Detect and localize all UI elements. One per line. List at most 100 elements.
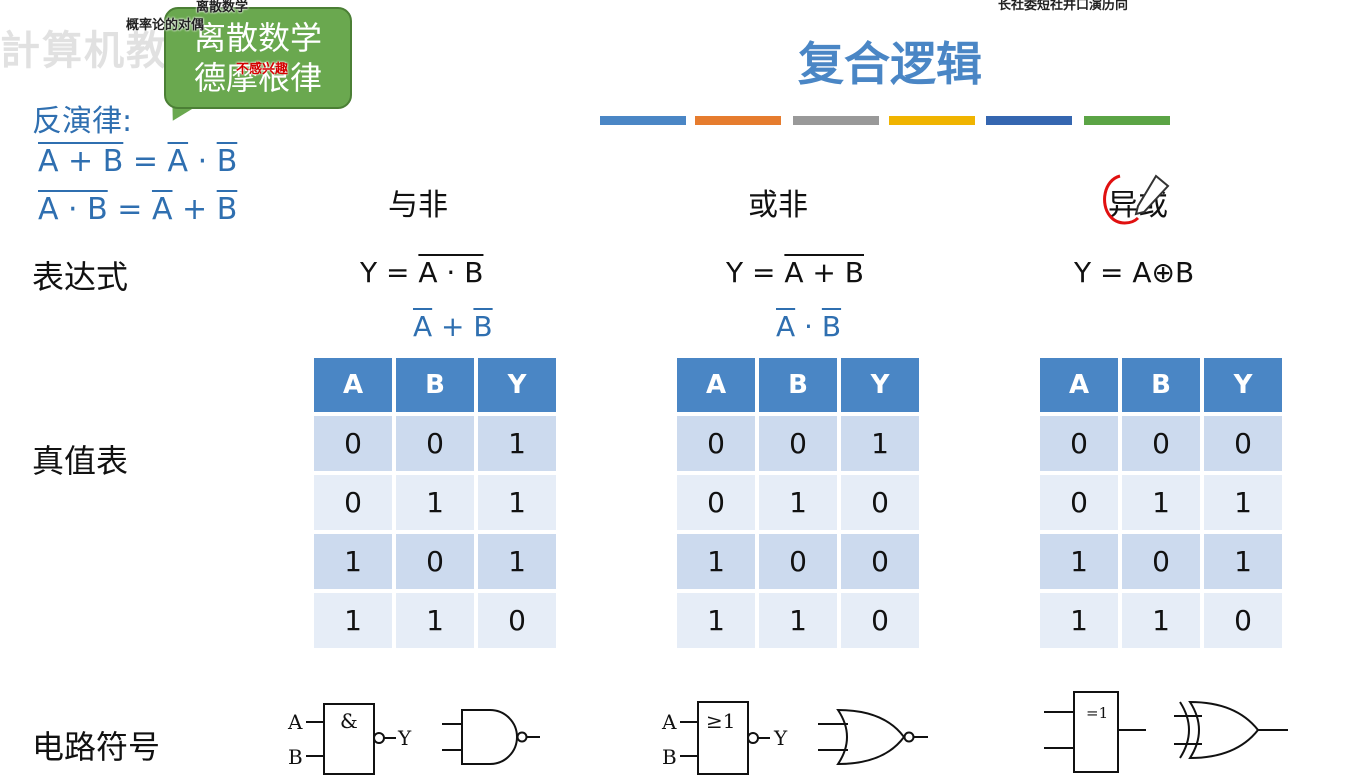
table-row: 0 1 1	[314, 475, 556, 530]
alt-expression-nand: A + B	[413, 310, 493, 343]
input-label-a: A	[287, 710, 303, 734]
table-row: 1 1 0	[1040, 593, 1282, 648]
table-cell: 1	[759, 475, 837, 530]
table-header: Y	[478, 358, 556, 412]
bubble-line-2: 德摩根律	[193, 59, 322, 97]
table-cell: 1	[677, 534, 755, 589]
table-cell: 0	[314, 475, 392, 530]
table-cell: 0	[759, 534, 837, 589]
gate-box-label: &	[340, 709, 358, 733]
speech-bubble: 离散数学 德摩根律	[164, 7, 352, 109]
de-morgan-label: 反演律:	[32, 104, 133, 139]
table-row: 1 0 1	[1040, 534, 1282, 589]
danmaku-comment: 长社委短社并口演历向	[998, 0, 1129, 13]
pen-icon	[1134, 174, 1170, 216]
table-row: 0 0 1	[677, 416, 919, 471]
danmaku-comment: 不感兴趣	[236, 62, 289, 77]
table-cell: 0	[314, 416, 392, 471]
table-cell: 0	[1040, 475, 1118, 530]
expr-prefix: Y =	[726, 256, 785, 289]
expr-bar: A + B	[784, 256, 864, 289]
table-cell: 1	[1122, 475, 1200, 530]
truth-table-nand: A B Y 0 0 1 0 1 1 1 0 1 1 1 0	[310, 354, 560, 652]
table-header: Y	[841, 358, 919, 412]
danmaku-comment: 概率论的对偶	[126, 18, 205, 33]
alt-expression-nor: A · B	[776, 310, 841, 343]
annotation-circle-icon	[1103, 174, 1170, 225]
law2-rhs-b: B	[216, 192, 238, 227]
table-cell: 0	[841, 534, 919, 589]
table-row: 0 1 1	[1040, 475, 1282, 530]
law2-lhs: A · B	[38, 192, 108, 227]
row-label-truth-table: 真值表	[32, 442, 129, 480]
gate-name-nand: 与非	[388, 188, 448, 223]
input-label-a: A	[661, 710, 677, 734]
nand-gate-symbols: A B & Y	[287, 703, 540, 775]
alt-a: A	[776, 310, 796, 343]
table-cell: 0	[1122, 416, 1200, 471]
law2-rhs-a: A	[151, 192, 173, 227]
expr-plain: A⊕B	[1132, 256, 1195, 289]
table-header: Y	[1204, 358, 1282, 412]
table-cell: 0	[841, 475, 919, 530]
table-cell: 1	[314, 593, 392, 648]
truth-table-nor: A B Y 0 0 1 0 1 0 1 0 0 1 1 0	[673, 354, 923, 652]
table-row: 1 1 0	[314, 593, 556, 648]
expression-nor: Y = A + B	[726, 256, 864, 289]
table-row: 1 1 0	[677, 593, 919, 648]
alt-a: A	[413, 310, 433, 343]
law1-rhs-b: B	[216, 144, 238, 179]
equals-sign: =	[132, 144, 158, 179]
xor-gate-symbols: =1	[1044, 691, 1288, 773]
output-label-y: Y	[773, 726, 788, 750]
gate-name-nor: 或非	[748, 188, 808, 223]
table-row: 0 1 0	[677, 475, 919, 530]
table-cell: 1	[314, 534, 392, 589]
table-cell: 0	[1204, 593, 1282, 648]
table-cell: 1	[1040, 534, 1118, 589]
table-cell: 0	[841, 593, 919, 648]
color-bar	[889, 116, 975, 125]
nor-gate-symbols: A B ≥1 Y	[661, 701, 928, 775]
table-header: A	[314, 358, 392, 412]
table-cell: 1	[396, 593, 474, 648]
table-header: B	[1122, 358, 1200, 412]
table-cell: 0	[478, 593, 556, 648]
table-cell: 0	[396, 416, 474, 471]
table-header: B	[396, 358, 474, 412]
row-label-symbol: 电路符号	[32, 728, 161, 766]
de-morgan-law-1: A + B = A · B	[38, 144, 237, 179]
input-label-b: B	[662, 745, 677, 769]
table-row: 0 0 1	[314, 416, 556, 471]
gate-box-label: =1	[1086, 704, 1108, 722]
table-cell: 0	[396, 534, 474, 589]
law1-op: ·	[188, 144, 217, 179]
law1-rhs-a: A	[167, 144, 189, 179]
color-bar	[695, 116, 781, 125]
color-bar	[600, 116, 686, 125]
expr-prefix: Y =	[360, 256, 419, 289]
law2-op: +	[172, 192, 217, 227]
table-header: A	[1040, 358, 1118, 412]
table-cell: 1	[1204, 475, 1282, 530]
danmaku-comment: 离散数学	[196, 0, 249, 15]
table-header: A	[677, 358, 755, 412]
equals-sign: =	[117, 192, 143, 227]
color-bar	[986, 116, 1072, 125]
table-cell: 0	[1122, 534, 1200, 589]
table-cell: 0	[1204, 416, 1282, 471]
table-cell: 0	[677, 416, 755, 471]
truth-table-xor: A B Y 0 0 0 0 1 1 1 0 1 1 1 0	[1036, 354, 1286, 652]
table-row: 1 0 1	[314, 534, 556, 589]
table-cell: 1	[1040, 593, 1118, 648]
table-cell: 1	[478, 416, 556, 471]
de-morgan-law-2: A · B = A + B	[38, 192, 237, 227]
table-cell: 1	[677, 593, 755, 648]
color-bar	[1084, 116, 1170, 125]
table-cell: 0	[759, 416, 837, 471]
output-label-y: Y	[397, 726, 412, 750]
table-cell: 1	[396, 475, 474, 530]
table-cell: 1	[759, 593, 837, 648]
alt-op: +	[432, 310, 474, 343]
table-row: 0 0 0	[1040, 416, 1282, 471]
